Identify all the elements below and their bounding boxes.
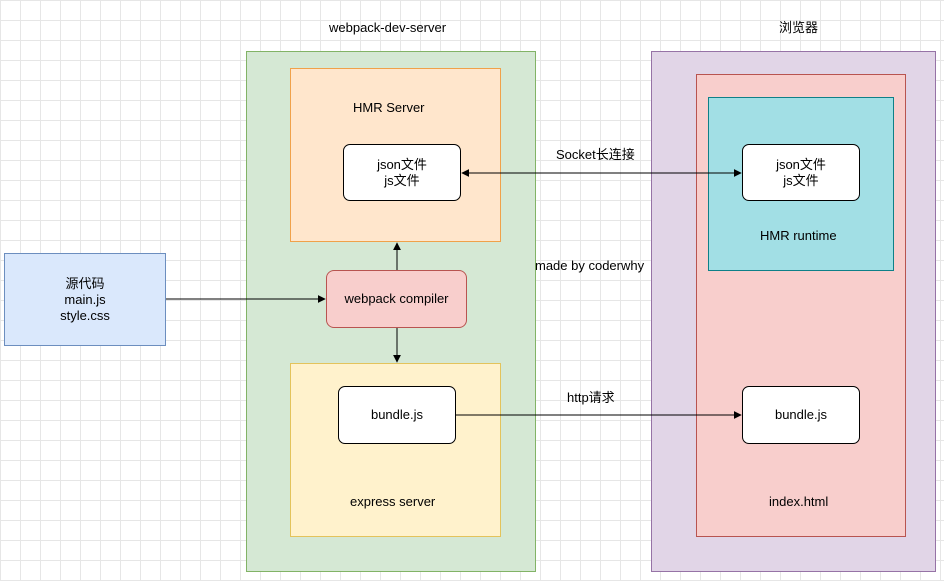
hmr-runtime-title: HMR runtime bbox=[760, 228, 837, 243]
http-request-label: http请求 bbox=[567, 390, 615, 405]
socket-connection-label: Socket长连接 bbox=[556, 147, 635, 162]
browser-bundle-label: bundle.js bbox=[774, 407, 828, 422]
server-bundle-label: bundle.js bbox=[370, 407, 424, 422]
browser-files-box: json文件 js文件 bbox=[742, 144, 860, 201]
main-js-label: main.js bbox=[64, 291, 106, 307]
style-css-label: style.css bbox=[60, 307, 110, 323]
express-server-title: express server bbox=[350, 494, 436, 509]
webpack-compiler-box: webpack compiler bbox=[326, 270, 467, 328]
browser-json-file-label: json文件 bbox=[776, 156, 826, 172]
webpack-dev-server-title: webpack-dev-server bbox=[329, 20, 447, 35]
server-js-file-label: js文件 bbox=[384, 172, 420, 188]
source-code-labels: 源代码 main.js style.css bbox=[60, 276, 110, 324]
server-bundle-box: bundle.js bbox=[338, 386, 456, 444]
source-code-box: 源代码 main.js style.css bbox=[4, 253, 166, 346]
browser-js-file-label: js文件 bbox=[783, 172, 819, 188]
index-html-title: index.html bbox=[769, 494, 829, 509]
watermark-label: made by coderwhy bbox=[535, 258, 645, 273]
webpack-compiler-label: webpack compiler bbox=[344, 291, 449, 306]
browser-title: 浏览器 bbox=[779, 20, 819, 35]
server-json-file-label: json文件 bbox=[377, 156, 427, 172]
source-code-title: 源代码 bbox=[65, 275, 105, 291]
hmr-server-title: HMR Server bbox=[353, 100, 425, 115]
browser-bundle-box: bundle.js bbox=[742, 386, 860, 444]
server-files-box: json文件 js文件 bbox=[343, 144, 461, 201]
